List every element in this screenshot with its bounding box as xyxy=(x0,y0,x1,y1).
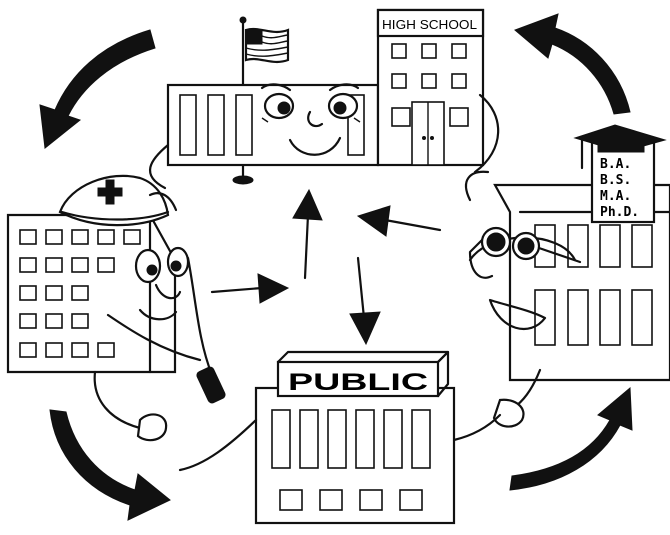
arrow-top-left-icon xyxy=(40,30,155,148)
double-door xyxy=(412,102,444,165)
arrow-up-icon xyxy=(293,190,322,278)
hospital-building xyxy=(8,176,226,440)
arrow-bottom-right-icon xyxy=(510,388,632,490)
arrow-left-icon xyxy=(358,206,440,236)
arrow-right-icon xyxy=(212,274,288,303)
arrow-top-right-icon xyxy=(515,14,630,114)
flag-icon xyxy=(246,29,288,62)
degree-ma: M.A. xyxy=(600,189,631,204)
university-hand-icon xyxy=(494,400,523,427)
public-sign: PUBLIC xyxy=(288,369,428,396)
university-building: B.A. B.S. M.A. Ph.D. xyxy=(466,125,670,427)
degree-bs: B.S. xyxy=(600,173,631,188)
hospital-hand-icon xyxy=(138,414,166,440)
degree-phd: Ph.D. xyxy=(600,205,639,220)
nurse-cap-icon xyxy=(60,176,168,225)
high-school-building: HIGH SCHOOL xyxy=(150,10,498,188)
public-school-building: PUBLIC xyxy=(180,352,500,523)
inner-arrows xyxy=(212,190,440,344)
high-school-sign: HIGH SCHOOL xyxy=(382,17,477,32)
arrow-down-icon xyxy=(350,258,380,344)
degree-ba: B.A. xyxy=(600,157,631,172)
